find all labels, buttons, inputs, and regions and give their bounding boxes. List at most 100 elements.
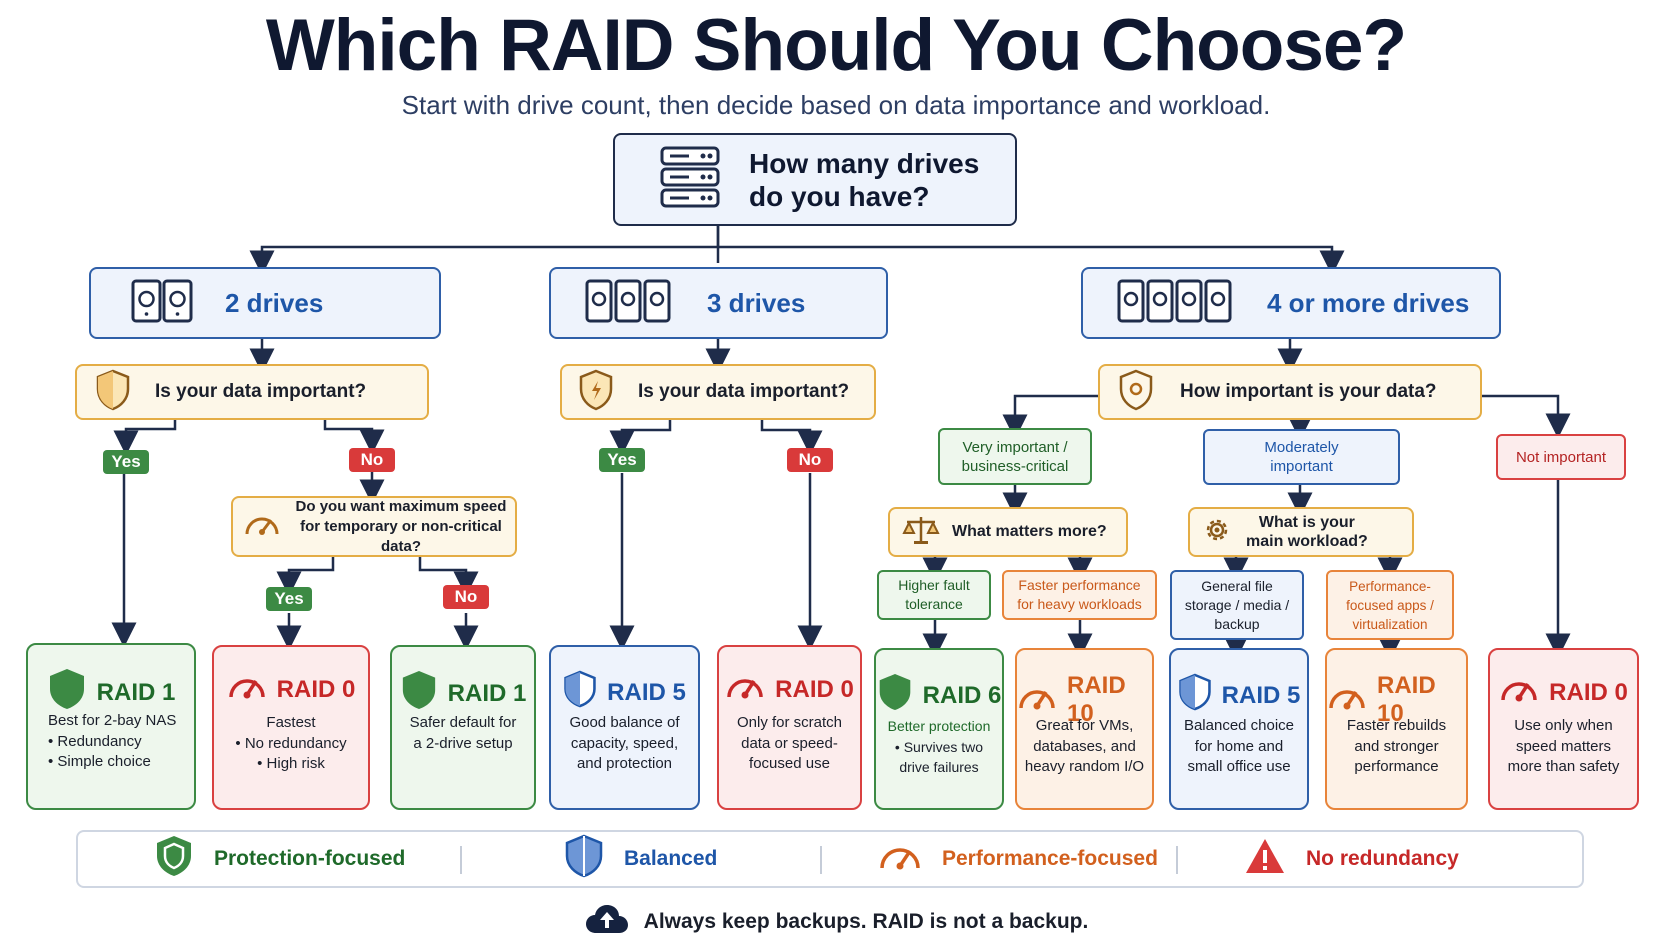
card-line: for home and [1194, 737, 1284, 755]
card-line: Use only when [1514, 717, 1613, 734]
card-title: RAID 5 [1221, 681, 1301, 709]
card-title: RAID 10 [1377, 672, 1436, 727]
card-line: focused use [749, 755, 830, 772]
legend-balanced: Balanced [564, 832, 717, 886]
importance-not-label: Not important [1515, 448, 1607, 466]
option-fault-line2: tolerance [905, 596, 963, 612]
what-matters-label: What matters more? [952, 523, 1107, 540]
card-line: small office use [1187, 758, 1291, 775]
drives-2-label: 2 drives [225, 287, 324, 318]
importance-very: Very important / business-critical [938, 428, 1092, 485]
speed-question-line1: Do you want maximum speed [295, 497, 507, 515]
card-line: • Simple choice [48, 753, 151, 770]
option-general-line1: General file [1201, 577, 1273, 594]
shield-check-icon [154, 834, 214, 884]
workload-line1: What is your [1258, 514, 1355, 531]
legend-divider [460, 846, 462, 874]
card-title: RAID 0 [775, 675, 854, 703]
card-line: speed matters [1515, 737, 1612, 755]
result-card-raid5: RAID 5 Balanced choice for home and small … [1169, 648, 1309, 810]
speedometer-icon [878, 838, 942, 880]
option-general-line3: backup [1214, 615, 1260, 632]
hard-drive-icon [585, 279, 671, 328]
card-line: Great for VMs, [1035, 717, 1134, 734]
shield-check-icon [400, 669, 448, 718]
card-line: capacity, speed, [570, 734, 679, 752]
workload-line2: main workload? [1246, 533, 1368, 550]
importance-very-line2: business-critical [961, 457, 1069, 475]
legend-balanced-label: Balanced [624, 847, 718, 870]
yes-badge: Yes [266, 587, 312, 611]
shield-icon [564, 834, 624, 884]
card-title: RAID 1 [96, 678, 176, 706]
question-2-label: Is your data important? [155, 381, 367, 402]
page-subtitle: Start with drive count, then decide base… [401, 90, 1271, 120]
speedometer-icon [1017, 680, 1067, 721]
legend-no-redundancy: No redundancy [1244, 832, 1459, 886]
shield-check-icon [47, 667, 97, 718]
card-title: RAID 10 [1067, 672, 1126, 727]
option-performance: Faster performance for heavy workloads [1002, 570, 1157, 620]
option-general-line2: storage / media / [1184, 596, 1290, 613]
what-matters-box: What matters more? [888, 507, 1128, 557]
speedometer-icon [243, 508, 281, 545]
legend-protection: Protection-focused [154, 832, 405, 886]
question-3-label: Is your data important? [638, 381, 850, 402]
card-line: Balanced choice [1183, 717, 1295, 734]
card-title: RAID 6 [922, 681, 1002, 709]
card-line: Good balance of [569, 714, 680, 731]
card-line: drive failures [899, 759, 979, 775]
speed-question-line2: for temporary or non-critical data? [300, 517, 502, 555]
card-line: Only for scratch [736, 714, 843, 731]
card-line: heavy random I/O [1024, 758, 1145, 775]
shield-icon [1178, 672, 1222, 719]
option-virt-line2: focused apps / [1346, 597, 1434, 613]
importance-moderate-line2: important [1270, 458, 1333, 475]
card-line: Faster rebuilds [1346, 717, 1447, 734]
server-icon [659, 145, 721, 214]
importance-moderate-line1: Moderately [1264, 439, 1339, 456]
legend-performance-label: Performance-focused [942, 847, 1158, 870]
card-line: • High risk [257, 755, 325, 772]
card-line: databases, and [1033, 737, 1136, 755]
option-virtualization: Performance- focused apps / virtualizati… [1326, 570, 1454, 640]
shield-icon [578, 369, 614, 416]
shield-icon [1118, 369, 1154, 416]
card-title: RAID 0 [1549, 678, 1628, 706]
speedometer-icon [227, 669, 277, 710]
legend-divider [1176, 846, 1178, 874]
option-fault-line1: Higher fault [898, 577, 970, 593]
yes-badge: Yes [103, 450, 149, 474]
drives-4-box: 4 or more drives [1081, 267, 1501, 339]
no-badge: No [349, 448, 395, 472]
card-line: and stronger [1354, 737, 1439, 755]
shield-check-icon [877, 672, 923, 719]
question-2-drives: Is your data important? [75, 364, 429, 420]
drives-2-box: 2 drives [89, 267, 441, 339]
card-line: Fastest [266, 714, 316, 731]
option-perf-line2: for heavy workloads [1017, 596, 1142, 612]
option-virt-line1: Performance- [1349, 578, 1431, 594]
speedometer-icon [725, 669, 775, 710]
card-line: • Redundancy [48, 732, 142, 750]
cloud-upload-icon [584, 903, 644, 941]
importance-moderate: Moderately important [1203, 429, 1400, 485]
drives-3-label: 3 drives [707, 287, 806, 318]
card-title: RAID 1 [447, 679, 527, 707]
footer-note: Always keep backups. RAID is not a backu… [0, 903, 1672, 941]
drives-4-label: 4 or more drives [1267, 287, 1470, 318]
card-line: more than safety [1507, 758, 1620, 775]
result-card-raid10: RAID 10 Great for VMs, databases, and heav… [1015, 648, 1154, 810]
footer-text: Always keep backups. RAID is not a backu… [643, 910, 1089, 933]
speed-question-box: Do you want maximum speed for temporary … [231, 496, 517, 557]
importance-very-line1: Very important / [962, 438, 1068, 456]
result-card-raid0: RAID 0 Use only when speed matters more th… [1488, 648, 1639, 810]
root-question-box: How many drives do you have? [613, 133, 1017, 226]
legend-no-redundancy-label: No redundancy [1306, 847, 1459, 870]
